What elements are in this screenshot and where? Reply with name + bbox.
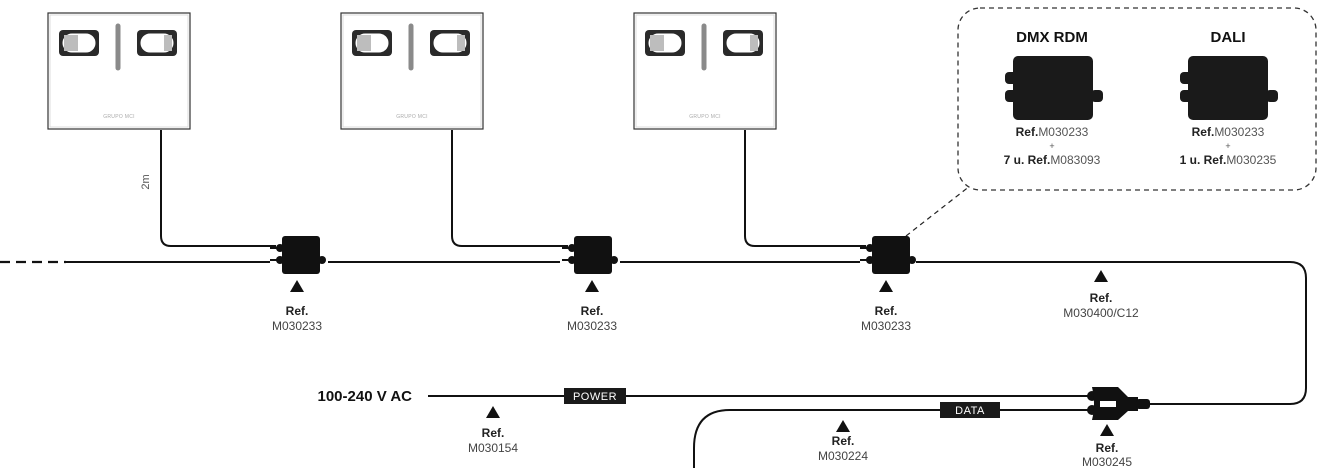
data-tag xyxy=(940,402,1000,418)
ref-code: M030233 xyxy=(272,319,322,333)
ref-label: Ref. xyxy=(1090,291,1113,305)
ref-code: M030154 xyxy=(468,441,518,455)
panel-brand: GRUPO MCI xyxy=(103,114,135,120)
option-ref-line: 7 u. Ref.M083093 xyxy=(1004,153,1101,167)
dmx-rdm-box-icon xyxy=(1005,56,1103,120)
ref-label: Ref. xyxy=(832,434,855,448)
ref-label: Ref. xyxy=(286,304,309,318)
ref-arrow-icon xyxy=(879,280,893,292)
ref-arrow-icon xyxy=(1100,424,1114,436)
power-tag xyxy=(564,388,626,404)
panel-drop-cable xyxy=(160,130,276,247)
panel-drop-cable xyxy=(451,130,568,247)
option-ref-line: Ref.M030233 xyxy=(1016,125,1089,139)
cable-length-label: 2m xyxy=(140,174,152,189)
ref-label: Ref. xyxy=(581,304,604,318)
option-ref-line: 1 u. Ref.M030235 xyxy=(1180,153,1277,167)
power-tag-text: POWER xyxy=(573,391,617,403)
voltage-label: 100-240 V AC xyxy=(318,388,413,405)
panel-brand: GRUPO MCI xyxy=(689,114,721,120)
ref-arrow-icon xyxy=(1094,270,1108,282)
ref-arrow-icon xyxy=(585,280,599,292)
dali-box-icon xyxy=(1180,56,1278,120)
bus-return-cable xyxy=(916,261,1307,405)
ref-code: M030245 xyxy=(1082,455,1132,468)
control-panel: GRUPO MCI xyxy=(48,13,190,129)
control-panel: GRUPO MCI xyxy=(341,13,483,129)
panel-brand: GRUPO MCI xyxy=(396,114,428,120)
option-plus: + xyxy=(1225,141,1230,151)
panel-drop-cable xyxy=(744,130,866,247)
detail-callout-box xyxy=(957,7,1317,191)
callout-line xyxy=(905,181,976,237)
ref-label: Ref. xyxy=(875,304,898,318)
splitter xyxy=(860,235,917,275)
merger-connector xyxy=(1087,387,1150,420)
ref-code: M030224 xyxy=(818,449,868,463)
control-panel: GRUPO MCI xyxy=(634,13,776,129)
data-tag-text: DATA xyxy=(955,405,985,417)
data-cable xyxy=(693,409,1090,468)
ref-arrow-icon xyxy=(836,420,850,432)
splitter xyxy=(270,235,327,275)
ref-code: M030233 xyxy=(567,319,617,333)
ref-arrow-icon xyxy=(486,406,500,418)
ref-code: M030400/C12 xyxy=(1063,306,1139,320)
ref-label: Ref. xyxy=(1096,441,1119,455)
option-title: DALI xyxy=(1211,29,1246,46)
option-ref-line: Ref.M030233 xyxy=(1192,125,1265,139)
splitter xyxy=(562,235,619,275)
ref-code: M030233 xyxy=(861,319,911,333)
ref-label: Ref. xyxy=(482,426,505,440)
option-title: DMX RDM xyxy=(1016,29,1088,46)
option-plus: + xyxy=(1049,141,1054,151)
ref-arrow-icon xyxy=(290,280,304,292)
